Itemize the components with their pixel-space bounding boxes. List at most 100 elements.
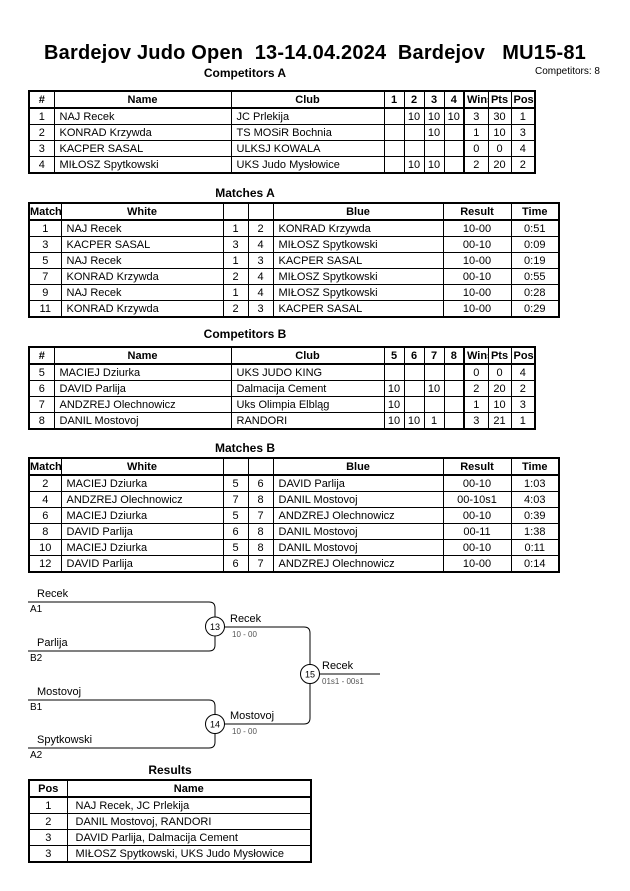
table-cell: 10 bbox=[383, 412, 405, 430]
column-header: Wins bbox=[463, 346, 489, 365]
table-cell: DAVID Parlija, Dalmacija Cement bbox=[66, 829, 312, 846]
column-header: Result bbox=[442, 457, 512, 476]
competitors-b-table: #NameClub5678WinsPtsPos5MACIEJ DziurkaUK… bbox=[28, 346, 536, 430]
bracket-seed-a2-code: A2 bbox=[30, 750, 43, 761]
column-header: Match bbox=[28, 457, 62, 476]
page-title: Bardejov Judo Open 13-14.04.2024 Bardejo… bbox=[44, 42, 586, 64]
table-cell: MACIEJ Dziurka bbox=[60, 539, 224, 556]
table-cell: NAJ Recek bbox=[60, 284, 224, 301]
bracket-seed-a2-name: Spytkowski bbox=[37, 734, 93, 746]
bracket-node-15-number: 15 bbox=[305, 670, 315, 680]
table-cell: 0:39 bbox=[510, 507, 560, 524]
bracket-score-13: 10 - 00 bbox=[232, 630, 257, 639]
table-cell: NAJ Recek, JC Prlekija bbox=[66, 796, 312, 814]
table-cell: 00-10 bbox=[442, 539, 512, 556]
section-heading-competitors-b: Competitors B bbox=[203, 327, 287, 341]
table-cell: RANDORI bbox=[230, 412, 385, 430]
table-cell: 3 bbox=[510, 396, 536, 413]
table-cell: 1:03 bbox=[510, 474, 560, 492]
bracket-seed-a1-name: Recek bbox=[37, 588, 69, 600]
table-cell: 1 bbox=[510, 412, 536, 430]
bracket-winner-14: Mostovoj bbox=[230, 710, 275, 722]
table-cell: NAJ Recek bbox=[60, 219, 224, 237]
table-cell: 00-10 bbox=[442, 268, 512, 285]
table-cell: DANIL Mostovoj bbox=[53, 412, 232, 430]
bracket-winner-13: Recek bbox=[230, 613, 262, 625]
table-cell: 4 bbox=[510, 140, 536, 157]
table-cell: DAVID Parlija bbox=[53, 380, 232, 397]
column-header: Time bbox=[510, 457, 560, 476]
column-header: Pos bbox=[510, 90, 536, 109]
bracket-line bbox=[224, 674, 311, 725]
table-cell: 0:14 bbox=[510, 555, 560, 573]
bracket-line bbox=[224, 626, 311, 674]
table-cell: ANDZREJ Olechnowicz bbox=[272, 555, 444, 573]
bracket-seed-a1-code: A1 bbox=[30, 604, 43, 615]
table-cell: DANIL Mostovoj bbox=[272, 539, 444, 556]
table-cell: 7 bbox=[247, 555, 274, 573]
table-cell: DAVID Parlija bbox=[60, 555, 224, 573]
header-row: #NameClub5678WinsPtsPos bbox=[28, 346, 536, 365]
table-cell: 10-00 bbox=[442, 555, 512, 573]
table-cell: NAJ Recek bbox=[60, 252, 224, 269]
column-header: White bbox=[60, 202, 224, 221]
column-header: Club bbox=[230, 90, 385, 109]
table-cell: 0:11 bbox=[510, 539, 560, 556]
bracket-node-15-circle bbox=[300, 664, 320, 684]
table-cell: 4 bbox=[510, 363, 536, 381]
table-cell: 10 bbox=[423, 124, 445, 141]
column-header: Pos bbox=[510, 346, 536, 365]
section-heading-matches-b: Matches B bbox=[214, 441, 276, 455]
column-header: Blue bbox=[272, 457, 444, 476]
section-heading-matches-a: Matches A bbox=[215, 186, 275, 200]
column-header: 3 bbox=[423, 90, 445, 109]
bracket-node-13-number: 13 bbox=[210, 622, 220, 632]
table-cell: 3 bbox=[28, 845, 68, 863]
table-cell: UKS Judo Mysłowice bbox=[230, 156, 385, 174]
table-cell: MIŁOSZ Spytkowski, UKS Judo Mysłowice bbox=[66, 845, 312, 863]
table-cell: 20 bbox=[487, 156, 512, 174]
table-cell: 0:55 bbox=[510, 268, 560, 285]
table-cell: ANDZREJ Olechnowicz bbox=[60, 491, 224, 508]
table-cell: 0 bbox=[487, 140, 512, 157]
table-cell: 10-00 bbox=[442, 300, 512, 318]
column-header: Name bbox=[66, 779, 312, 798]
table-cell: 1 bbox=[28, 796, 68, 814]
table-cell: 2 bbox=[510, 156, 536, 174]
table-cell: 1 bbox=[423, 412, 445, 430]
table-cell: 10 bbox=[487, 396, 512, 413]
section-heading-results: Results bbox=[148, 763, 192, 777]
table-cell: 3 bbox=[28, 829, 68, 846]
table-cell: Uks Olimpia Elbląg bbox=[230, 396, 385, 413]
bracket-seed-b1-code: B1 bbox=[30, 702, 43, 713]
bracket-seed-b1-name: Mostovoj bbox=[37, 686, 82, 698]
table-cell: UKS JUDO KING bbox=[230, 363, 385, 381]
bracket-seed-b2-name: Parlija bbox=[37, 637, 68, 649]
bracket-node-14-number: 14 bbox=[210, 720, 220, 730]
table-cell: 2 bbox=[28, 813, 68, 830]
table-cell: 10-00 bbox=[442, 284, 512, 301]
table-cell: Dalmacija Cement bbox=[230, 380, 385, 397]
column-header: Blue bbox=[272, 202, 444, 221]
table-cell: DAVID Parlija bbox=[272, 474, 444, 492]
bracket-score-14: 10 - 00 bbox=[232, 727, 257, 736]
